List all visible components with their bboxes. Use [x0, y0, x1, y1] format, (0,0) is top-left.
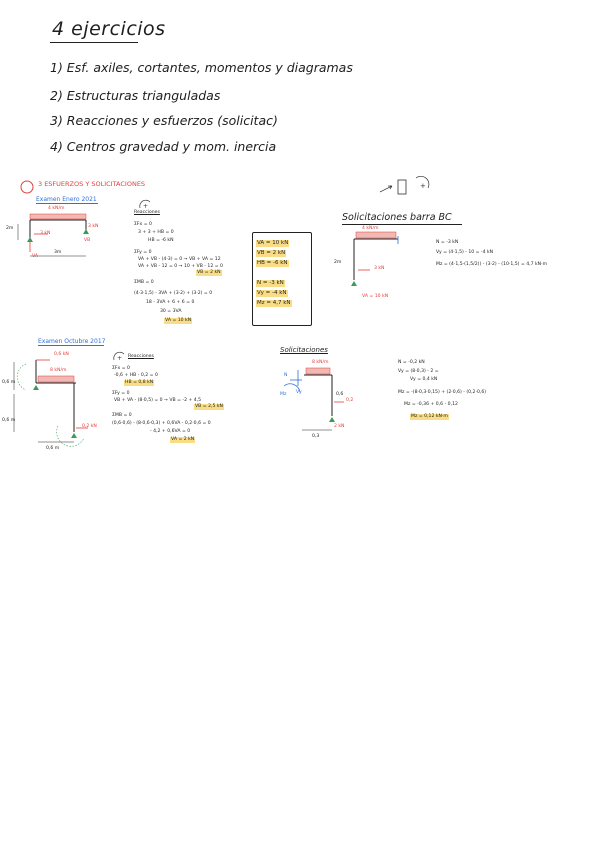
exam1-vb-label: VB	[84, 238, 91, 243]
exam1-reacciones-label: Reacciones	[134, 210, 160, 215]
sign-convention-icon: +	[379, 176, 430, 195]
exam2-dim-label: 0,6 m	[46, 446, 60, 451]
exam1-bc-height-label: 2m	[334, 260, 342, 265]
section-heading: 3 ESFUERZOS Y SOLICITACIONES	[38, 180, 146, 188]
svg-text:+: +	[117, 355, 122, 362]
exam2-eq-line: (0,6·0,6) - (8·0,6·0,3) + 0,6VA - 0,2·0,…	[112, 421, 211, 426]
exam2-sol-line: Mz = -0,36 + 0,6 - 0,12	[404, 402, 458, 407]
exam2-section-reaction-label: 2 kN	[334, 424, 345, 429]
exam2-section-load-label: 8 kN/m	[312, 360, 329, 365]
exam1-result: HB = -6 kN	[256, 260, 289, 267]
exam2-dist-load-label: 8 kN/m	[50, 368, 67, 373]
section-number-circle	[20, 180, 34, 194]
exam1-eq-line: ΣMB = 0	[134, 280, 154, 285]
exam2-section-force-label: 0,2	[346, 398, 354, 403]
exam2-section-dim-label: 0,6	[336, 392, 344, 397]
exam2-sol-line: Vy = 0,4 kN	[410, 377, 438, 382]
exam1-force-label-a: 3 kN	[40, 231, 51, 236]
exam1-label-underline	[36, 203, 98, 204]
list-item-2: 2) Estructuras trianguladas	[50, 88, 221, 103]
list-item-3: 3) Reacciones y esfuerzos (solicitac)	[50, 113, 278, 128]
exam1-eq-line: VA + VB - (4·3) = 0 → VB + VA = 12	[138, 257, 221, 262]
exam2-dim-label: 0,6 m	[2, 418, 16, 423]
exam2-eq-line-highlight: HB = 0,8 kN	[124, 380, 155, 386]
exam1-result: Vy = -4 kN	[256, 290, 288, 297]
exam2-point-load-label: 0,6 kN	[54, 352, 69, 357]
exam1-eq-line: ΣFy = 0	[134, 250, 152, 255]
exam1-result: VA = 10 kN	[256, 240, 290, 247]
title-underline	[50, 42, 138, 43]
exam2-reacciones-label: Reacciones	[128, 354, 154, 359]
svg-text:+: +	[143, 203, 148, 210]
exam2-eq-line-highlight: VA = 2 kN	[170, 437, 196, 443]
exam1-eq-line-highlight: VA = 10 kN	[164, 318, 193, 324]
exam2-eq-line: - 4,2 + 0,6VA = 0	[150, 429, 191, 434]
exam1-sol-line: N = -3 kN	[436, 240, 459, 245]
exam2-section-n-label: N	[284, 373, 288, 378]
exam2-frame-diagram	[13, 359, 88, 447]
exam1-eq-line: VA + VB - 12 = 0 → 10 + VB - 12 = 0	[138, 264, 223, 269]
exam2-small-load-label: 0,2 kN	[82, 424, 97, 429]
exam1-span-label: 3m	[54, 250, 62, 255]
list-item-4: 4) Centros gravedad y mom. inercia	[50, 139, 277, 154]
exam2-section-dim-label: 0,3	[312, 434, 320, 439]
exam2-sol-line: Vy = (8·0,3) - 2 =	[398, 369, 439, 374]
exam1-result: N = -3 kN	[256, 280, 285, 287]
exam1-bc-diagram	[351, 231, 399, 286]
exam2-eq-line: VB + VA - (8·0,5) = 0 → VB = -2 + 4,5	[114, 398, 202, 403]
exam1-sol-line: Mz = (4·1,5·(1,5/2)) - (3·2) - (10·1,5) …	[436, 262, 548, 267]
exam1-frame-diagram	[17, 213, 89, 257]
exam2-eq-line: ΣMB = 0	[112, 413, 132, 418]
exam1-eq-line: HB = -6 kN	[148, 238, 174, 243]
exam1-eq-line: (4·3·1,5) - 3VA + (3·2) + (3·2) = 0	[134, 291, 213, 296]
exam2-section-vy-label: Vy	[296, 390, 302, 395]
exam1-force-label-b: 3 kN	[88, 224, 99, 229]
exam1-eq-line: 18 - 3VA + 6 + 6 = 0	[146, 300, 195, 305]
exam2-section-diagram	[283, 367, 344, 431]
list-item-1: 1) Esf. axiles, cortantes, momentos y di…	[50, 60, 353, 75]
exam2-section-mz-label: Mz	[280, 392, 287, 397]
exam2-sol-line-highlight: Mz = 0,12 kN·m	[410, 414, 449, 420]
exam1-eq-line: 30 = 3VA	[160, 309, 182, 314]
exam2-solicitaciones-title: Solicitaciones	[280, 346, 328, 354]
exam1-bc-load-label: 4 kN/m	[362, 226, 379, 231]
exam1-label: Examen Enero 2021	[36, 196, 97, 203]
exam1-results-box	[252, 232, 312, 326]
exam1-height-label: 2m	[6, 226, 14, 231]
exam1-result: Mz = 4,7 kN	[256, 300, 292, 307]
exam2-moment-sign-icon: +	[113, 351, 125, 362]
exam1-va-label: VA	[32, 254, 38, 259]
exam1-bc-force-label: 3 kN	[374, 266, 385, 271]
exam1-eq-line-highlight: VB = 2 kN	[196, 270, 222, 276]
exam1-eq-line: ΣFx = 0	[134, 222, 152, 227]
exam1-solicitaciones-title: Solicitaciones barra BC	[342, 212, 452, 223]
exam2-sol-line: N = -0,2 kN	[398, 360, 425, 365]
svg-text:+: +	[420, 182, 426, 190]
exam1-eq-line: 3 + 3 + HB = 0	[138, 230, 174, 235]
exam2-eq-line: ΣFx = 0	[112, 366, 130, 371]
exam2-label: Examen Octubre 2017	[38, 338, 106, 345]
exam2-eq-line-highlight: VB = 2,5 kN	[194, 404, 224, 410]
exam1-solicitaciones-underline	[342, 224, 462, 225]
exam1-moment-sign-icon: +	[139, 199, 151, 210]
exam2-sol-line: Mz = -(8·0,3·0,15) + (2·0,6) - (0,2·0,6)	[398, 390, 487, 395]
exam2-eq-line: -0,6 + HB - 0,2 = 0	[114, 373, 158, 378]
exam2-label-underline	[38, 345, 104, 346]
exam1-load-label: 4 kN/m	[48, 206, 65, 211]
page-title: 4 ejercicios	[52, 18, 166, 40]
exam1-bc-va-label: VA = 10 kN	[362, 294, 389, 299]
exam1-sol-line: Vy = (4·1,5) - 10 = -4 kN	[436, 250, 494, 255]
exam2-eq-line: ΣFy = 0	[112, 391, 130, 396]
exam2-dim-label: 0,6 m	[2, 380, 16, 385]
exam1-result: VB = 2 kN	[256, 250, 287, 257]
